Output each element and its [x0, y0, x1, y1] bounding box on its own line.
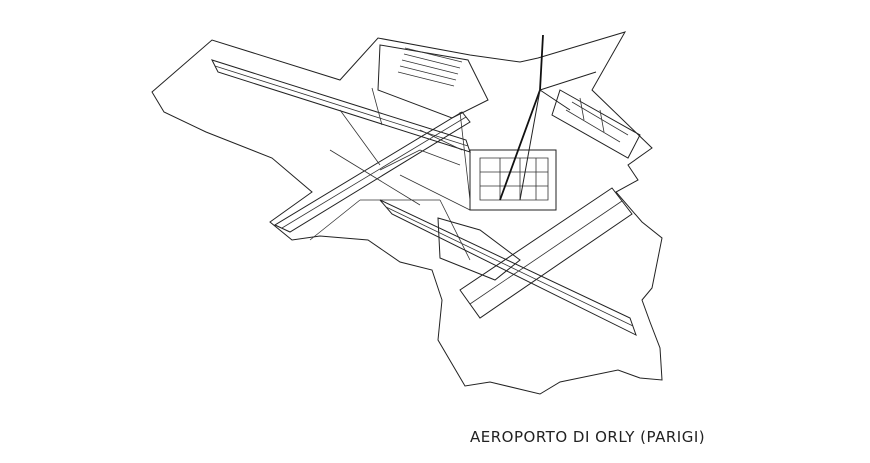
- north-apron: [377, 44, 489, 119]
- terminal-inner: [479, 157, 549, 201]
- runway-se-2-inner: [385, 206, 634, 327]
- apron-stands: [397, 47, 463, 87]
- ne-buildings: [551, 89, 641, 159]
- taxiways: [309, 87, 471, 261]
- ne-buildings-inner: [565, 97, 629, 143]
- terminal-main: [469, 149, 557, 211]
- access-road-2: [519, 71, 597, 201]
- runway-se-1: [459, 187, 633, 319]
- runway-se-2: [379, 199, 637, 336]
- runway-west: [273, 111, 471, 233]
- drawing-caption: AEROPORTO DI ORLY (PARIGI): [470, 428, 706, 446]
- south-apron: [437, 217, 521, 281]
- runway-west-inner: [281, 116, 467, 229]
- airport-boundary: [151, 31, 663, 395]
- runway-se-1-inner: [469, 200, 623, 305]
